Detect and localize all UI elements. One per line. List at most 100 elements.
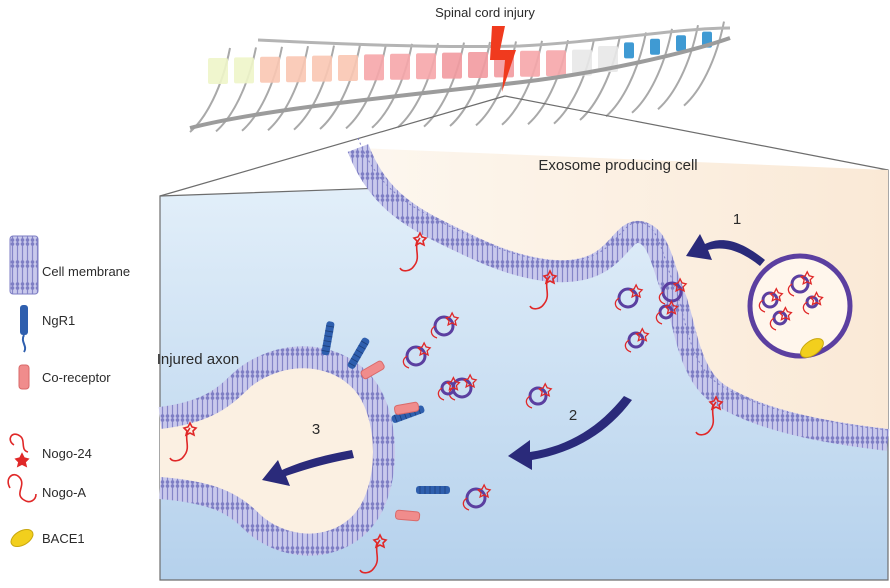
legend-label: Cell membrane [42, 264, 130, 279]
vertebra-block [208, 58, 228, 84]
legend-item-ngr1: NgR1 [20, 305, 75, 353]
producing-cell-membrane [347, 143, 890, 451]
vertebra-block [312, 55, 332, 82]
nogo-24-protein [672, 277, 688, 293]
nogo-24-strand [787, 283, 795, 297]
vertebra-block [546, 50, 566, 77]
nogo-24-protein [769, 287, 784, 302]
nogo-24-protein [476, 483, 492, 499]
nogo-a-star [372, 533, 388, 549]
co-receptor-icon [18, 364, 30, 390]
nogo-24-strand [614, 297, 622, 311]
mvb-exosomes [758, 270, 824, 331]
co-receptor-icon [393, 401, 420, 415]
arrow-3-icon [262, 450, 354, 486]
step-2-label: 2 [569, 407, 577, 424]
nogo-24-strand [462, 497, 470, 511]
nogo-a-icon [7, 473, 37, 503]
free-exosomes [402, 277, 688, 511]
nogo-a-strand [359, 539, 381, 574]
vertebra-block [650, 38, 660, 55]
ngr1-segment [355, 349, 364, 354]
nogo-24-protein [537, 382, 553, 398]
nogo-24-icon [9, 433, 30, 468]
vertebra-line [657, 25, 699, 110]
membrane-icon [9, 235, 39, 295]
nogo-24-protein [799, 270, 815, 286]
spinal-column: Spinal cord injury [189, 5, 731, 133]
multivesicular-body [747, 253, 853, 359]
vertebra-block [260, 56, 280, 83]
nogo-24-strand [437, 387, 445, 401]
ngr1-segment [324, 335, 333, 338]
vertebra-line [631, 28, 673, 114]
nogo-24-strand [658, 291, 666, 305]
step-3-label: 3 [312, 421, 320, 438]
vertebra-block [520, 50, 540, 77]
vertebra-block [598, 46, 618, 72]
nogo-a-strand [399, 237, 421, 272]
ngr1-icon [347, 337, 370, 369]
legend-label: Co-receptor [42, 370, 111, 385]
ngr1-segment [322, 345, 331, 348]
vertebra-block [468, 52, 488, 78]
arrow-1-icon [686, 234, 765, 266]
process-arrows [262, 234, 765, 486]
co-receptor-icon [360, 360, 385, 380]
nogo-24-protein [635, 327, 650, 342]
nogo-24-protein [628, 283, 644, 299]
vertebra-line [605, 32, 647, 118]
legend: Cell membrane NgR1 Co-receptor Nogo-24 N… [7, 235, 130, 548]
ngr1-segment [326, 325, 335, 328]
nogo-a-star [708, 395, 724, 411]
vertebra-block [286, 56, 306, 83]
nogo-a-star [542, 269, 558, 285]
ngr1-segment [360, 340, 369, 346]
ngr1-icon [20, 305, 28, 335]
spinal-cord-upper [257, 26, 731, 49]
ngr1-icon [416, 486, 450, 494]
ngr1-receptor [416, 486, 450, 494]
zoom-lines [159, 95, 889, 197]
vertebra-block [442, 52, 462, 79]
legend-item-nogo-a: Nogo-A [7, 473, 86, 503]
vertebra-block [364, 54, 384, 81]
axon-receptors [321, 321, 450, 522]
nogo-24-strand [525, 395, 533, 409]
vertebra-block [624, 42, 634, 59]
vertebra-block [416, 53, 436, 80]
vertebra-block [390, 53, 410, 80]
nogo-24-protein [778, 306, 793, 321]
nogo-a-strands [169, 231, 724, 574]
step-1-label: 1 [733, 211, 741, 228]
ngr1-segment [321, 349, 330, 353]
nogo-24-protein [462, 373, 478, 389]
nogo-24-strand [758, 299, 766, 313]
nogo-24-protein [664, 300, 679, 315]
nogo-24-strand [769, 317, 777, 331]
spinal-cord-injury-label: Spinal cord injury [435, 5, 535, 20]
legend-item-bace1: BACE1 [10, 528, 85, 548]
nogo-24-protein [444, 311, 460, 327]
vertebra-block [572, 49, 592, 76]
lightning-icon [490, 26, 516, 92]
nogo-a-strand [169, 427, 191, 462]
nogo-a-star [412, 231, 428, 247]
vertebra-blocks [208, 31, 712, 84]
nogo-a-strand [529, 275, 551, 310]
nogo-24-protein [416, 341, 432, 357]
vertebra-block [234, 57, 254, 84]
nogo-24-strand [402, 355, 410, 369]
ngr1-segment [394, 414, 398, 423]
ngr1-segment [323, 340, 332, 343]
bace1-protein [800, 338, 824, 358]
injured-axon-label: Injured axon [157, 351, 240, 368]
legend-item-nogo-24: Nogo-24 [9, 433, 92, 468]
bace1-icon [10, 528, 34, 548]
nogo-24-strand [430, 325, 438, 339]
ngr1-segment [350, 357, 359, 363]
zoom-panel: Exosome producing cell Injured axon 1 2 … [157, 137, 890, 581]
legend-label: Nogo-A [42, 485, 86, 500]
ngr1-segment [348, 362, 356, 367]
